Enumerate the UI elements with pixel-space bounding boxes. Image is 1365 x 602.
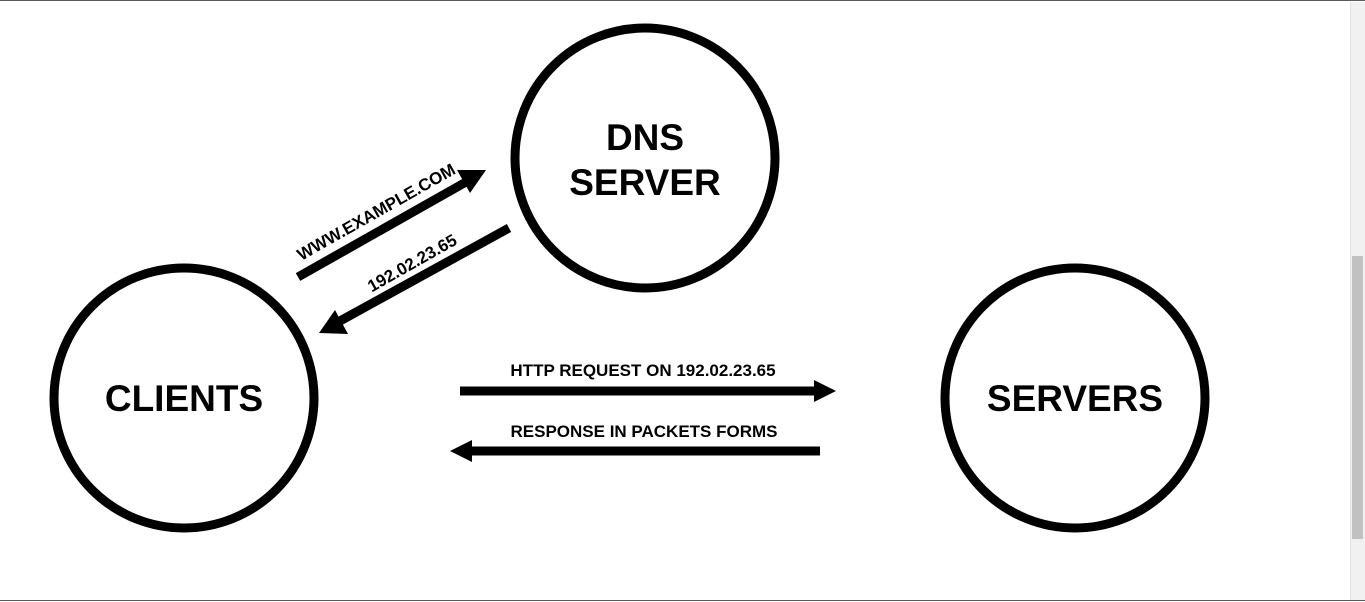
answer-arrow-head (319, 310, 348, 334)
vertical-scrollbar[interactable] (1350, 2, 1365, 600)
clients-circle (49, 263, 319, 533)
dns-server-circle (510, 23, 780, 293)
query-arrow-shaft (295, 178, 469, 281)
query-arrow-head (457, 170, 486, 193)
clients-node: CLIENTS (49, 263, 319, 533)
scrollbar-thumb[interactable] (1352, 256, 1363, 539)
request-label: HTTP REQUEST ON 192.02.23.65 (510, 361, 775, 380)
servers-circle (940, 263, 1210, 533)
request-arrow: HTTP REQUEST ON 192.02.23.65 (460, 361, 836, 402)
dns-server-node: DNS SERVER (510, 23, 780, 293)
response-arrow-head (450, 440, 472, 462)
answer-arrow-shaft (337, 224, 512, 325)
servers-label: SERVERS (987, 378, 1163, 419)
response-arrow: RESPONSE IN PACKETS FORMS (450, 422, 820, 462)
dns-server-label-line1: DNS (606, 117, 684, 158)
clients-label: CLIENTS (105, 378, 263, 419)
servers-node: SERVERS (940, 263, 1210, 533)
response-label: RESPONSE IN PACKETS FORMS (511, 422, 778, 441)
request-arrow-head (814, 380, 836, 402)
dns-server-label-line2: SERVER (569, 162, 721, 203)
